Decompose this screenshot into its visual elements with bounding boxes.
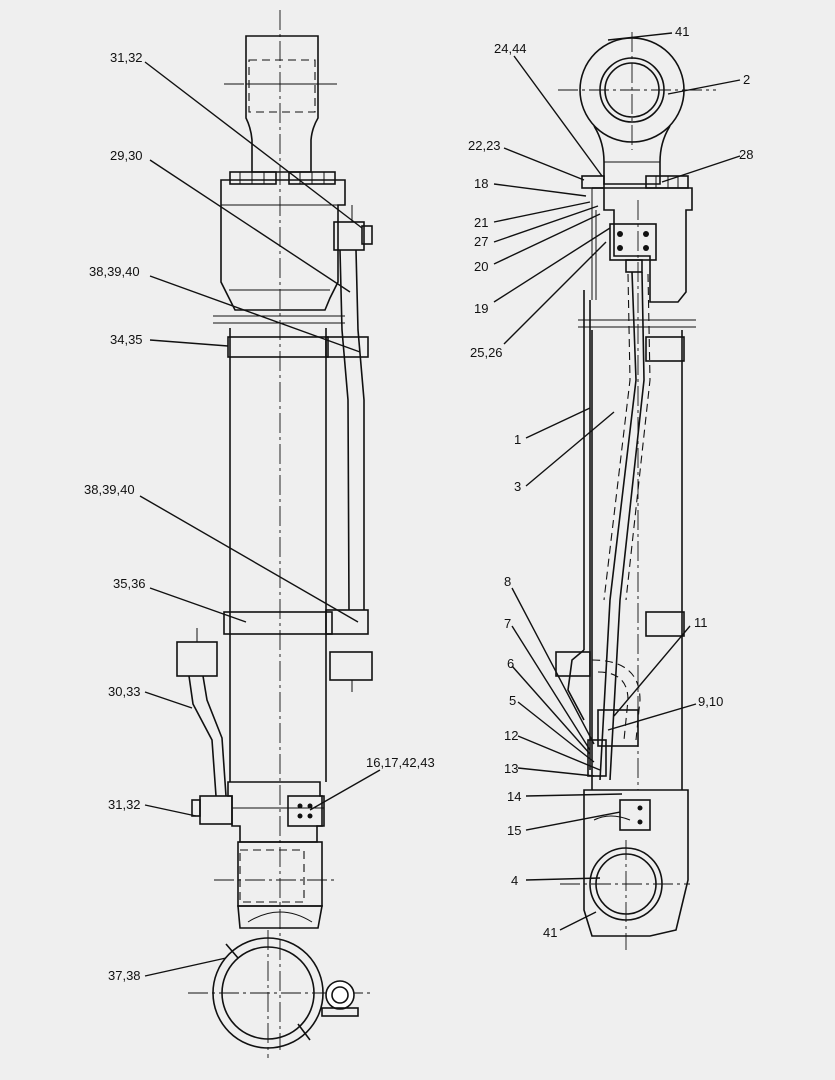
- callout-35-36: 35,36: [113, 576, 146, 591]
- callout-12: 12: [504, 728, 518, 743]
- callout-30-33: 30,33: [108, 684, 141, 699]
- callout-28: 28: [739, 147, 753, 162]
- callout-7: 7: [504, 616, 511, 631]
- callout-24-44: 24,44: [494, 41, 527, 56]
- callout-29-30: 29,30: [110, 148, 143, 163]
- left-side-pipe: [176, 628, 227, 797]
- callout-1: 1: [514, 432, 521, 447]
- callout-5: 5: [509, 693, 516, 708]
- callout-31-32-bot: 31,32: [108, 797, 141, 812]
- callout-2: 2: [743, 72, 750, 87]
- left-view-cylinder: [176, 10, 373, 1058]
- callout-41-top: 41: [675, 24, 689, 39]
- callout-27: 27: [474, 234, 488, 249]
- callout-41-bot: 41: [543, 925, 557, 940]
- callout-labels: 31,32 29,30 38,39,40 34,35 38,39,40 35,3…: [84, 24, 753, 983]
- head-bolts-left: [229, 171, 336, 185]
- callout-14: 14: [507, 789, 521, 804]
- callout-18: 18: [474, 176, 488, 191]
- callout-4: 4: [511, 873, 518, 888]
- callout-20: 20: [474, 259, 488, 274]
- callout-8: 8: [504, 574, 511, 589]
- callout-9-10: 9,10: [698, 694, 723, 709]
- leader-lines: [139, 32, 741, 977]
- callout-3: 3: [514, 479, 521, 494]
- callout-6: 6: [507, 656, 514, 671]
- left-hydraulic-pipe: [325, 205, 373, 692]
- right-view-cylinder: [555, 32, 716, 950]
- callout-16-17-42-43: 16,17,42,43: [366, 755, 435, 770]
- callout-38-39-40-mid: 38,39,40: [84, 482, 135, 497]
- callout-19: 19: [474, 301, 488, 316]
- callout-11: 11: [694, 615, 708, 630]
- callout-37-38: 37,38: [108, 968, 141, 983]
- callout-22-23: 22,23: [468, 138, 501, 153]
- callout-34-35: 34,35: [110, 332, 143, 347]
- callout-21: 21: [474, 215, 488, 230]
- bottom-end-view: [188, 930, 372, 1058]
- callout-25-26: 25,26: [470, 345, 503, 360]
- callout-15: 15: [507, 823, 521, 838]
- callout-13: 13: [504, 761, 518, 776]
- callout-38-39-40-top: 38,39,40: [89, 264, 140, 279]
- callout-31-32-top: 31,32: [110, 50, 143, 65]
